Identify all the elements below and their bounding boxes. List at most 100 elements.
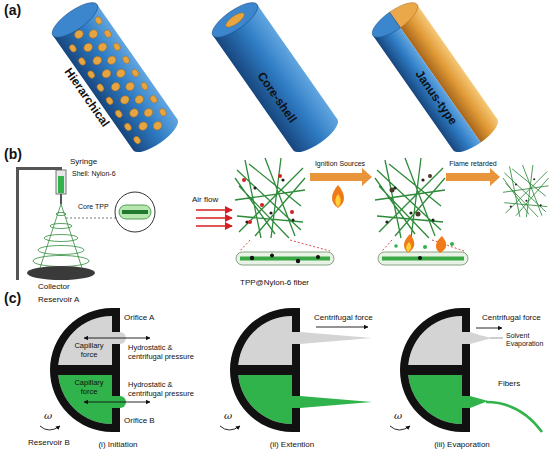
hierarchical-fiber — [158, 107, 168, 117]
hierarchical-fiber — [82, 42, 94, 54]
electrospinning-setup — [122, 210, 148, 214]
part-label: Core TPP — [78, 203, 109, 211]
red-particles — [290, 210, 294, 214]
electrospinning-setup — [56, 170, 66, 194]
force-label: Capillary force — [70, 342, 108, 359]
rotation-symbol: ω — [44, 410, 52, 422]
part-label: Fibers — [498, 379, 520, 388]
hierarchical-fiber — [137, 120, 149, 132]
janus-fiber — [373, 20, 481, 158]
hierarchical-fiber — [100, 68, 112, 80]
char-spots — [390, 188, 395, 193]
electrospinning-setup — [44, 235, 78, 242]
hierarchical-fiber — [47, 0, 102, 43]
process-label: Solvent Evaporation — [506, 332, 550, 348]
force-arrows — [84, 402, 150, 403]
part-label: Reservoir A — [38, 295, 79, 304]
ignition-flame — [332, 185, 344, 208]
part-label: Reservoir B — [28, 438, 70, 447]
hierarchical-fiber — [124, 81, 136, 93]
janus-fiber — [367, 12, 400, 43]
hierarchical-fiber — [96, 83, 106, 93]
tpp-nylon-fiber — [270, 254, 274, 258]
jets — [470, 332, 492, 344]
hierarchical-fiber — [110, 81, 122, 93]
jets — [486, 402, 542, 432]
air-flow-arrows — [196, 210, 232, 226]
core-shell-fiber — [207, 0, 262, 43]
hierarchical-fiber — [123, 122, 133, 132]
part-label: Orifice B — [124, 416, 155, 425]
hierarchical-fiber — [86, 70, 96, 80]
burning-fiber — [378, 234, 468, 265]
figure-art — [375, 158, 445, 238]
rotation-symbol: ω — [394, 410, 402, 422]
hierarchical-fiber — [133, 94, 145, 106]
zoom-lines — [240, 240, 464, 251]
burning-fiber — [450, 242, 454, 246]
hierarchical-fiber — [91, 55, 103, 67]
hierarchical-fiber — [106, 54, 118, 66]
part-label: Collector — [38, 282, 70, 291]
electrospinning-setup — [50, 224, 72, 229]
force-arrows — [316, 327, 368, 328]
burning-fiber — [404, 234, 414, 253]
jets — [300, 396, 372, 408]
rotation-arrows — [40, 426, 60, 430]
figure-art — [400, 308, 470, 432]
panel-letter: (b) — [4, 146, 22, 162]
force-label: Hydrostatic & centrifugal pressure — [128, 344, 206, 361]
electrospinning-setup — [27, 266, 95, 280]
panel-letter: (c) — [4, 290, 21, 306]
electrospinning-setup — [33, 204, 89, 268]
meniscus — [120, 332, 126, 408]
process-arrow — [310, 168, 372, 186]
hierarchical-fiber — [94, 16, 104, 26]
electrospinning-setup — [16, 168, 19, 280]
part-label: Orifice A — [124, 313, 154, 322]
tpp-nylon-fiber — [236, 252, 334, 265]
electrospinning-setup — [16, 167, 155, 280]
force-arrows — [84, 338, 150, 339]
hierarchical-fiber — [103, 29, 113, 39]
janus-fiber — [367, 0, 502, 158]
hierarchical-fiber — [140, 81, 150, 91]
jets — [300, 332, 542, 432]
stage-label: (i) Initiation — [98, 440, 137, 449]
tpp-nylon-fiber — [236, 252, 334, 265]
burning-fiber — [382, 257, 464, 261]
hierarchical-fiber — [119, 94, 131, 106]
force-arrows — [84, 327, 502, 402]
stage-label: (ii) Extention — [270, 440, 314, 449]
core-shell-fiber — [224, 10, 247, 29]
hierarchical-fiber — [149, 94, 159, 104]
figure-art — [235, 158, 305, 238]
part-label: Syringe — [70, 157, 97, 166]
zoom-lines — [240, 240, 330, 251]
burning-fiber — [394, 244, 398, 248]
electrospinning-setup — [58, 176, 64, 193]
tpp-nylon-fiber — [296, 259, 300, 263]
hierarchical-fiber — [87, 28, 99, 40]
force-label: Capillary force — [70, 379, 108, 396]
jets — [470, 396, 488, 408]
hierarchical-fiber — [97, 41, 109, 53]
process-label: Air flow — [192, 195, 218, 204]
hierarchical-fiber — [128, 107, 140, 119]
figure-art — [230, 308, 300, 432]
burning-fiber — [423, 245, 427, 249]
hierarchical-fiber — [105, 96, 115, 106]
air-flow-arrows — [196, 209, 232, 211]
tpp-nylon-fiber — [316, 255, 320, 259]
red-particles — [242, 174, 294, 224]
air-flow-arrows — [196, 225, 232, 227]
hierarchical-fiber — [142, 107, 154, 119]
tpp-nylon-fiber — [250, 256, 254, 260]
air-flow-arrows — [196, 217, 232, 219]
burning-fiber — [406, 242, 411, 252]
hierarchical-fiber — [114, 109, 124, 119]
char-spots — [416, 212, 421, 217]
electrospinning-setup — [33, 256, 89, 267]
hierarchical-fiber — [115, 67, 127, 79]
hierarchical-fiber — [77, 56, 87, 66]
